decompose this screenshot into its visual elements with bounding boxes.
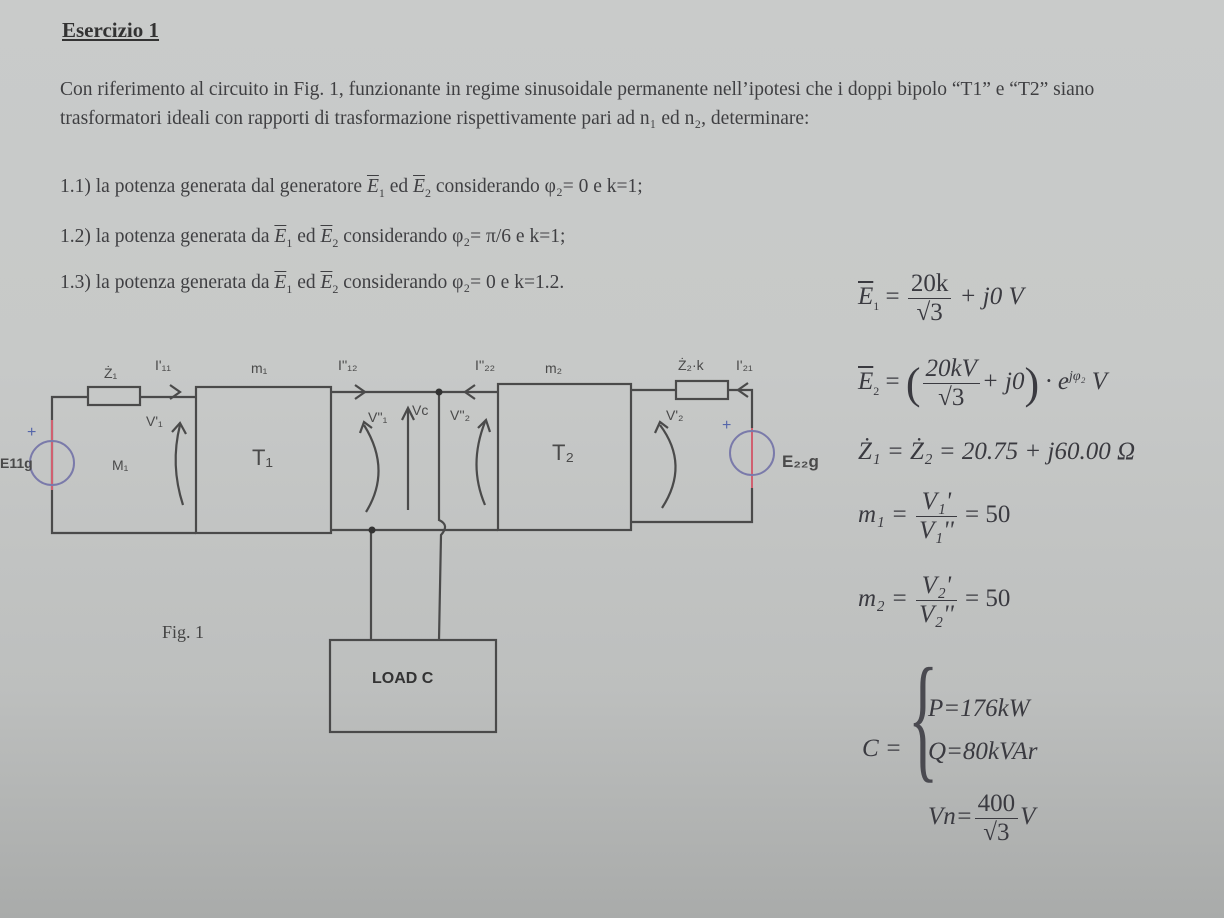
eq-rhs: = 50 <box>965 501 1011 529</box>
i12-label: I''₁₂ <box>338 357 357 373</box>
load-box-label: LOAD C <box>372 670 434 687</box>
z1-label: Ż₁ <box>104 364 118 381</box>
eq-sub: 1 <box>873 299 880 314</box>
e2-sub: 2 <box>332 235 339 250</box>
load-active-power: P=176kW <box>928 695 1030 722</box>
equation-impedance: Ż₁ = Ż₂ = 20.75 + j60.00 Ω <box>858 438 1135 466</box>
load-reactive-power: Q=80kVAr <box>928 738 1038 765</box>
plus-sign: + <box>27 424 36 441</box>
numerator: V₂' <box>916 572 957 601</box>
source2-label: E₂₂g <box>782 452 819 471</box>
eq-tail: + j0 <box>981 368 1025 396</box>
question-conditions: considerando φ₂= 0 e k=1; <box>435 176 643 197</box>
e2-symbol: E <box>413 176 425 197</box>
t1-label: T₁ <box>252 445 273 470</box>
conj: ed <box>389 176 409 197</box>
impedance-text: Ż₁ = Ż₂ = 20.75 + j60.00 Ω <box>858 438 1136 465</box>
eq-lhs: E <box>858 283 874 311</box>
denominator: √3 <box>938 384 965 411</box>
e2-sub: 2 <box>424 185 431 200</box>
i22-label: I''₂₂ <box>475 357 495 373</box>
question-1-1: 1.1) la potenza generata dal generatore … <box>60 176 643 201</box>
question-number: 1.3) <box>60 272 91 293</box>
question-number: 1.2) <box>60 226 91 247</box>
v1-double-prime-label: V''₁ <box>368 409 388 425</box>
intro-paragraph: Con riferimento al circuito in Fig. 1, f… <box>60 79 1095 129</box>
equation-m1: m₁ = V₁'V₁'' = 50 <box>858 488 1010 545</box>
fraction: 20kV√3 <box>922 355 980 412</box>
equation-m2: m₂ = V₂'V₂'' = 50 <box>858 572 1010 629</box>
exp: · e <box>1045 368 1070 396</box>
t2-label: T₂ <box>552 440 574 465</box>
fraction: 20k√3 <box>907 270 952 327</box>
fraction: V₂'V₂'' <box>916 572 957 629</box>
numerator: V₁' <box>916 488 957 517</box>
z2k-label: Ż₂·k <box>678 356 705 373</box>
e1-symbol: E <box>366 176 379 197</box>
eq-lhs: m₁ = <box>858 501 908 529</box>
plus-sign: + <box>722 417 731 434</box>
voltage-source-2-icon <box>729 428 775 488</box>
v1-prime-label: V'₁ <box>146 413 163 429</box>
brace-icon: { <box>908 640 939 795</box>
m1-label: m₁ <box>251 360 268 376</box>
denominator: V₁'' <box>919 517 954 544</box>
eq-rhs: = 50 <box>965 585 1011 613</box>
e1-sub: 1 <box>286 235 293 250</box>
e2-symbol: E <box>320 272 333 293</box>
conj: ed <box>297 272 316 293</box>
denominator: V₂'' <box>919 601 954 628</box>
question-conditions: considerando φ₂= 0 e k=1.2. <box>343 272 565 293</box>
e1-symbol: E <box>274 272 287 293</box>
equation-load-lhs: C = <box>862 735 902 763</box>
v2-prime-label: V'₂ <box>666 407 683 423</box>
unit: V <box>1091 368 1108 396</box>
e2-sub: 2 <box>332 281 339 296</box>
e1-sub: 1 <box>286 281 293 296</box>
source1-label: E11g <box>0 455 33 471</box>
question-number: 1.1) <box>60 176 91 197</box>
question-text: la potenza generata dal generatore <box>95 176 363 197</box>
e1-symbol: E <box>274 226 287 247</box>
i11-label: I'₁₁ <box>155 357 171 373</box>
m2-label: m₂ <box>545 360 562 376</box>
equation-e2: E2 = (20kV√3+ j0) · ejφ₂ V <box>858 355 1108 412</box>
e2-symbol: E <box>320 226 333 247</box>
exercise-title: Esercizio 1 <box>62 18 160 42</box>
equation-e1: E1 = 20k√3 + j0 V <box>858 270 1024 327</box>
denominator: √3 <box>983 819 1010 846</box>
mesh-label: M₁ <box>112 457 129 473</box>
eq-lhs: E <box>858 368 874 396</box>
denominator: √3 <box>916 299 943 326</box>
question-1-3: 1.3) la potenza generata da E1 ed E2 con… <box>60 272 564 297</box>
eq-sub: 2 <box>873 384 880 399</box>
numerator: 400 <box>974 790 1019 819</box>
question-conditions: considerando φ₂= π/6 e k=1; <box>343 226 566 247</box>
numerator: 20k <box>907 270 952 299</box>
i21-label: I'₂₁ <box>736 357 753 373</box>
eq-lhs: m₂ = <box>858 585 908 613</box>
eq-tail: + j0 V <box>959 283 1024 311</box>
fraction: 400√3 <box>974 790 1019 847</box>
exp-sup: jφ₂ <box>1069 368 1086 384</box>
unit: V <box>1020 803 1036 831</box>
figure-caption: Fig. 1 <box>162 622 205 642</box>
eq-lhs: C = <box>862 735 902 762</box>
voltage-source-1-icon <box>29 420 75 490</box>
e1-sub: 1 <box>378 185 385 200</box>
numerator: 20kV <box>922 355 980 384</box>
eq-lhs: Vn= <box>928 803 973 831</box>
question-text: la potenza generata da <box>95 226 270 247</box>
question-1-2: 1.2) la potenza generata da E1 ed E2 con… <box>60 226 565 251</box>
circuit-diagram: E11g + Ż₁ I'₁₁ V'₁ M₁ m₁ T₁ I''₁₂ V''₁ V… <box>0 356 819 734</box>
conj: ed <box>297 226 316 247</box>
fraction: V₁'V₁'' <box>916 488 957 545</box>
v2-double-prime-label: V''₂ <box>450 407 470 423</box>
question-text: la potenza generata da <box>95 272 270 293</box>
vc-label: Vc <box>412 402 428 418</box>
